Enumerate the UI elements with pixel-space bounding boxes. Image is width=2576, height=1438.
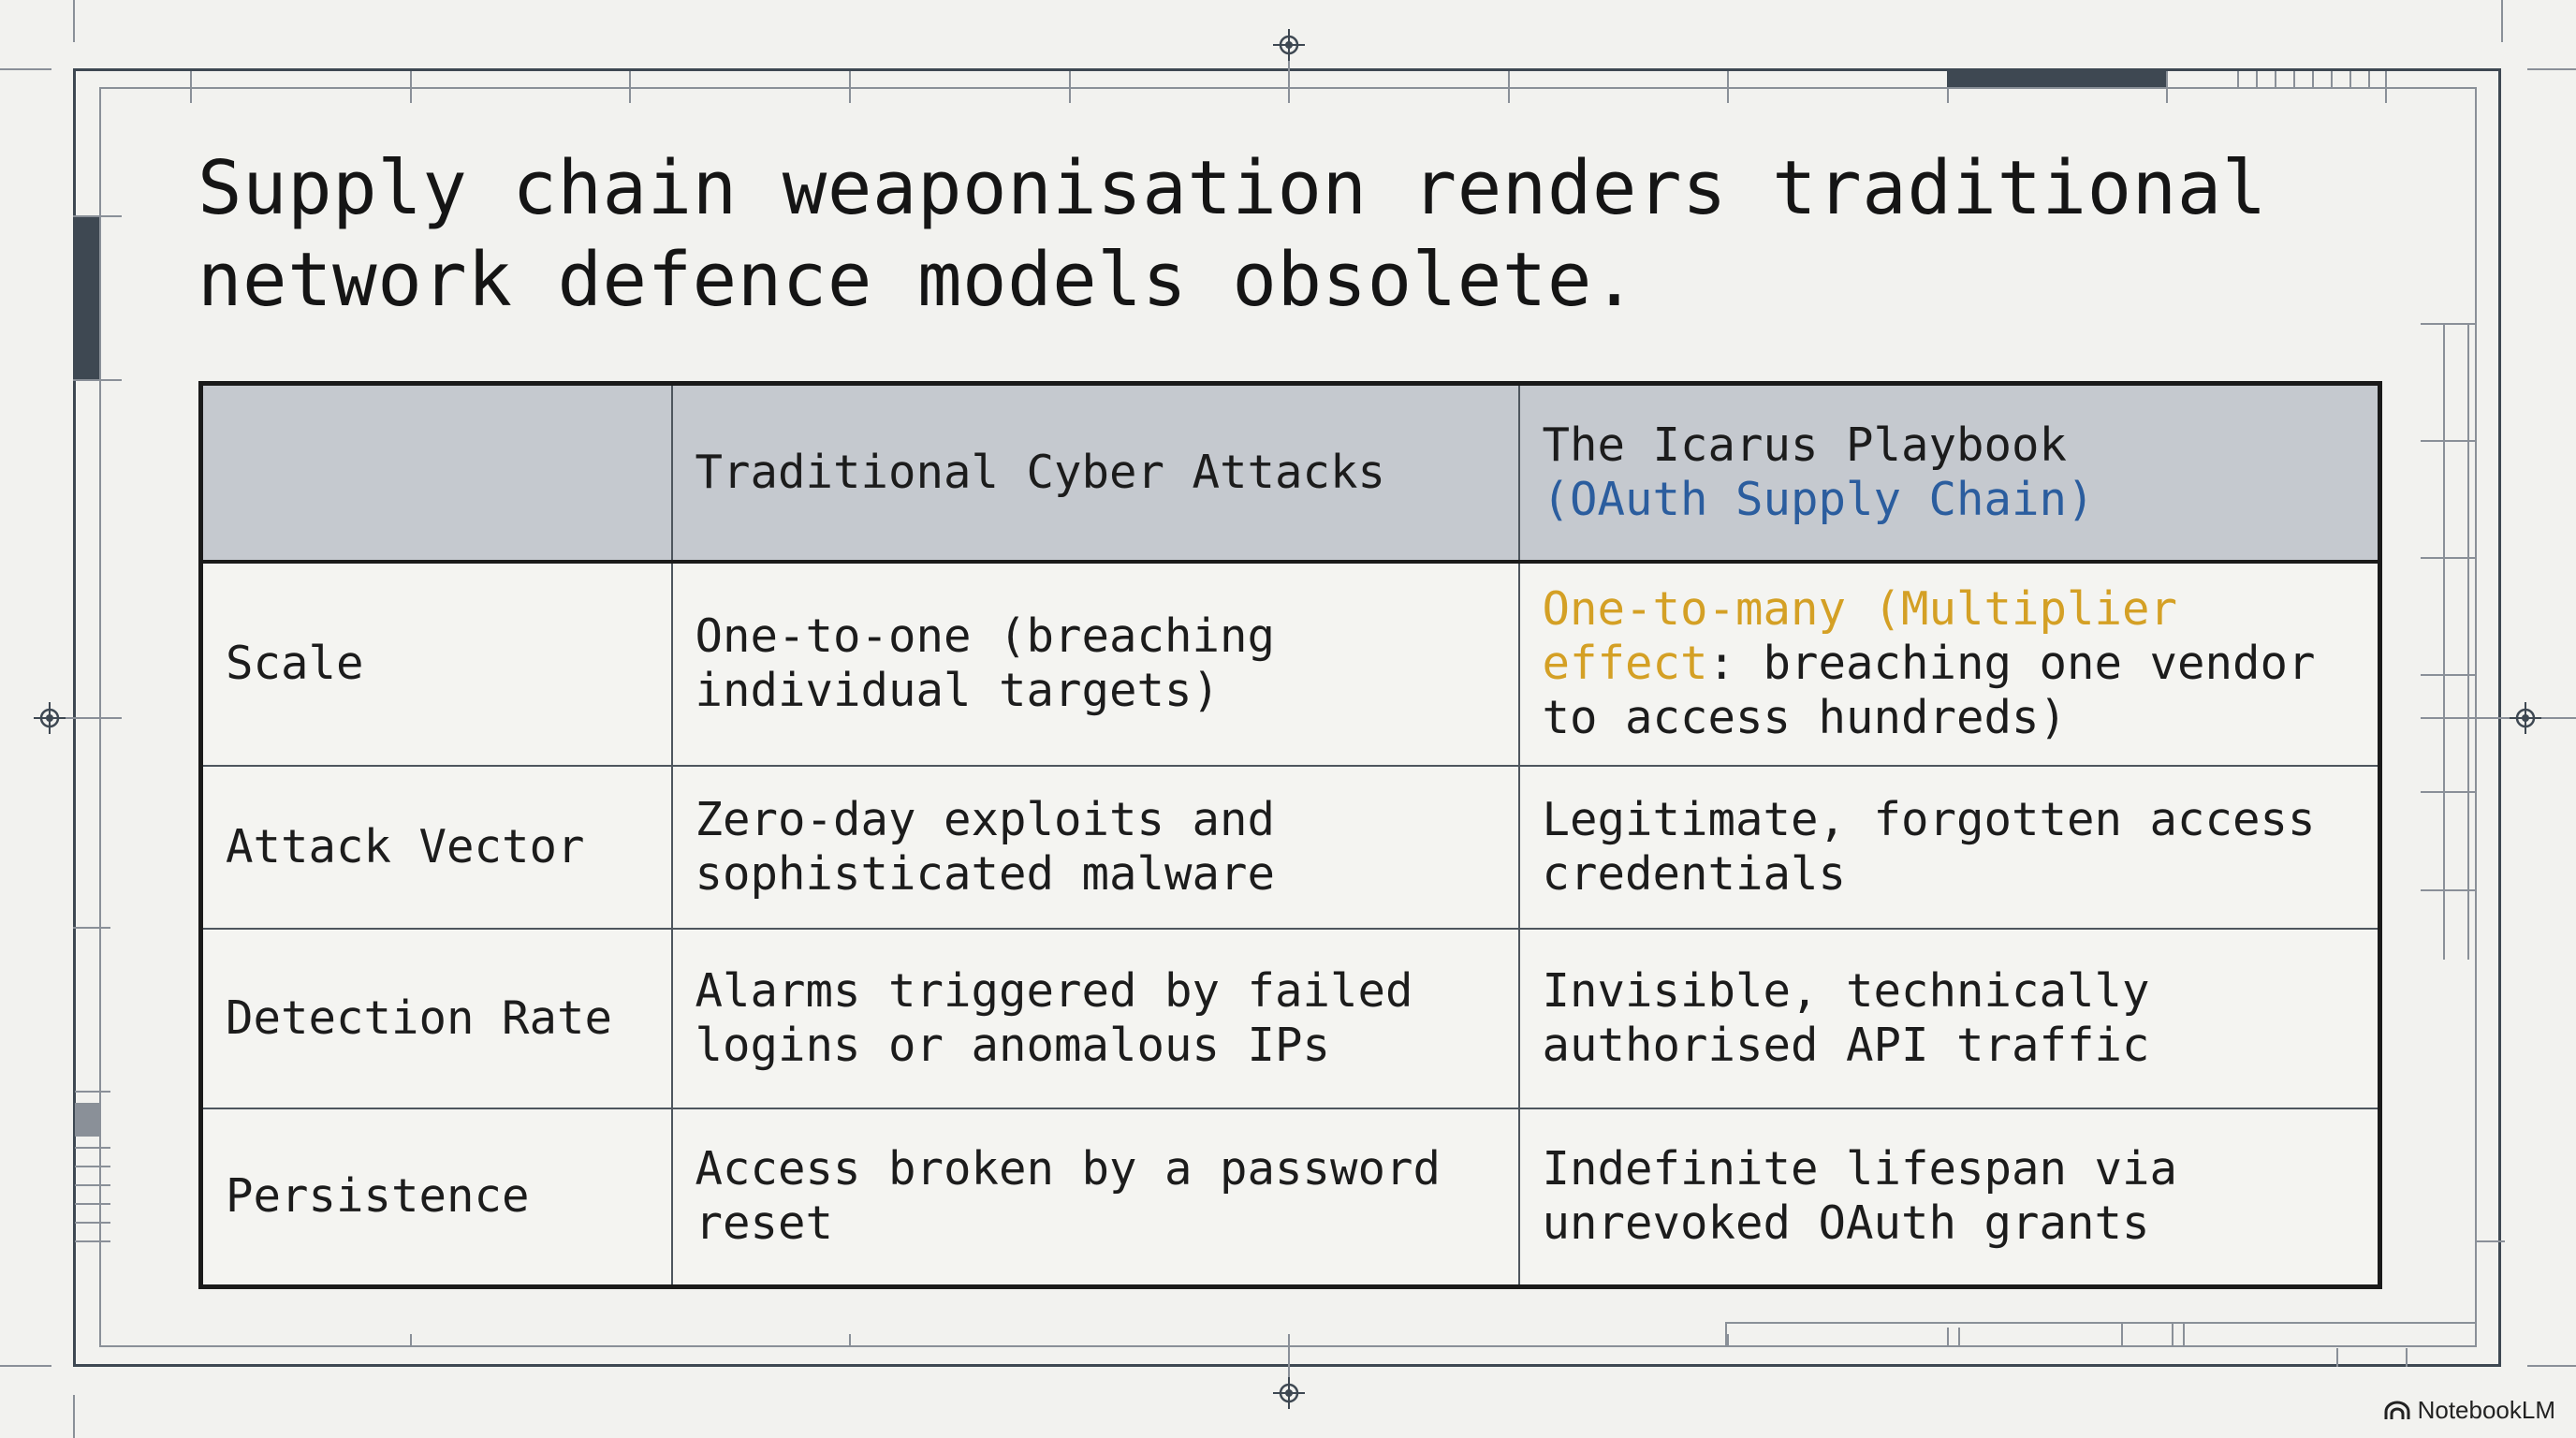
ruler-tick [2256,71,2258,87]
guide-line [0,68,51,70]
ruler-tick [410,1334,412,1347]
ruler-tick [2421,674,2477,676]
crosshair-top-icon [1273,29,1305,61]
ruler-tick [2406,1348,2408,1367]
ruler-tick [2331,71,2333,87]
ruler-tick [75,1240,110,1242]
ruler-tick [2237,71,2239,87]
guide-line [1725,1322,1727,1347]
ruler-tick [1727,1334,1729,1347]
ruler-tick [73,927,110,929]
ruler-tick [2336,1348,2338,1367]
guide-line [73,0,75,42]
slide-title: Supply chain weaponisation renders tradi… [198,145,2267,323]
comparison-table: Traditional Cyber Attacks The Icarus Pla… [198,381,2382,1289]
row-label: Detection Rate [199,927,673,1109]
guide-line [73,1395,75,1438]
ruler-tick [190,71,192,103]
guide-line [0,1365,51,1367]
ruler-tick [2275,71,2276,87]
guide-line [2467,323,2469,960]
ruler-tick [75,1184,110,1186]
notebooklm-logo-icon [2384,1401,2410,1419]
cell-traditional: One-to-one (breaching individual targets… [670,560,1520,768]
header-icarus: The Icarus Playbook (OAuth Supply Chain) [1517,382,2381,564]
table-row: Attack Vector Zero-day exploits and soph… [199,765,2381,930]
ruler-tick [1508,71,1510,103]
ruler-tick [2421,323,2477,325]
ruler-tick [849,71,851,103]
highlight-text: One-to-many (Multiplier effect [1542,582,2178,691]
ruler-tick [73,215,122,217]
table-header-row: Traditional Cyber Attacks The Icarus Pla… [199,382,2381,564]
ruler-tick [1288,1334,1290,1400]
row-label: Scale [199,560,673,768]
ruler-tick [2368,71,2370,87]
ruler-tick [75,1203,110,1205]
cell-icarus: One-to-many (Multiplier effect: breachin… [1517,560,2381,768]
notebooklm-watermark: NotebookLM [2384,1396,2555,1425]
ruler-tick [2421,557,2477,559]
ruler-tick [2312,71,2314,87]
ruler-tick [1958,1328,1960,1347]
guide-line [2477,1240,2505,1242]
cell-icarus-text: : breaching one vendor to access hundred… [1542,637,2316,745]
ruler-tick [75,1091,110,1093]
ruler-tick [2421,440,2477,442]
guide-line [66,717,122,719]
cell-icarus: Legitimate, forgotten access credentials [1517,765,2381,930]
ruler-tick [1947,1328,1949,1347]
guide-line [2443,323,2445,960]
guide-line [2501,0,2503,42]
ruler-tick [2421,889,2477,891]
ruler-tick [2385,71,2387,103]
ruler-tick [1069,71,1071,103]
ruler-tick [75,1166,110,1167]
ruler-tick [2183,1322,2185,1347]
guide-line [2527,1365,2576,1367]
ruler-tick [849,1334,851,1347]
guide-line [2421,717,2576,719]
ruler-tick [1947,71,1949,103]
left-small-bar [75,1103,99,1137]
cell-traditional: Access broken by a password reset [670,1107,1520,1288]
table-row: Scale One-to-one (breaching individual t… [199,560,2381,768]
cell-traditional: Alarms triggered by failed logins or ano… [670,927,1520,1109]
cell-icarus: Invisible, technically authorised API tr… [1517,927,2381,1109]
ruler-tick [2349,71,2351,87]
crosshair-right-icon [2510,702,2541,734]
ruler-tick [73,379,122,381]
guide-line [2527,68,2576,70]
ruler-tick [2421,791,2477,793]
header-corner-cell [199,382,673,564]
table-row: Persistence Access broken by a password … [199,1107,2381,1288]
ruler-tick [1727,71,1729,103]
brand-label: NotebookLM [2417,1396,2555,1424]
guide-line [1725,1322,2477,1324]
row-label: Attack Vector [199,765,673,930]
ruler-tick [2166,71,2168,103]
ruler-tick [75,1147,110,1149]
header-traditional: Traditional Cyber Attacks [670,382,1520,564]
ruler-tick [2172,1322,2174,1347]
table-row: Detection Rate Alarms triggered by faile… [199,927,2381,1109]
top-accent-bar [1947,71,2166,87]
left-accent-bar [75,215,99,379]
cell-icarus: Indefinite lifespan via unrevoked OAuth … [1517,1107,2381,1288]
ruler-tick [2121,1322,2123,1347]
header-icarus-title: The Icarus Playbook [1542,418,2068,472]
row-label: Persistence [199,1107,673,1288]
ruler-tick [2293,71,2295,87]
ruler-tick [75,1222,110,1224]
header-icarus-subtitle: (OAuth Supply Chain) [1542,472,2095,526]
ruler-tick [410,71,412,103]
cell-traditional: Zero-day exploits and sophisticated malw… [670,765,1520,930]
crosshair-bottom-icon [1273,1377,1305,1409]
crosshair-left-icon [34,702,66,734]
ruler-tick [1288,37,1290,103]
ruler-tick [629,71,631,103]
